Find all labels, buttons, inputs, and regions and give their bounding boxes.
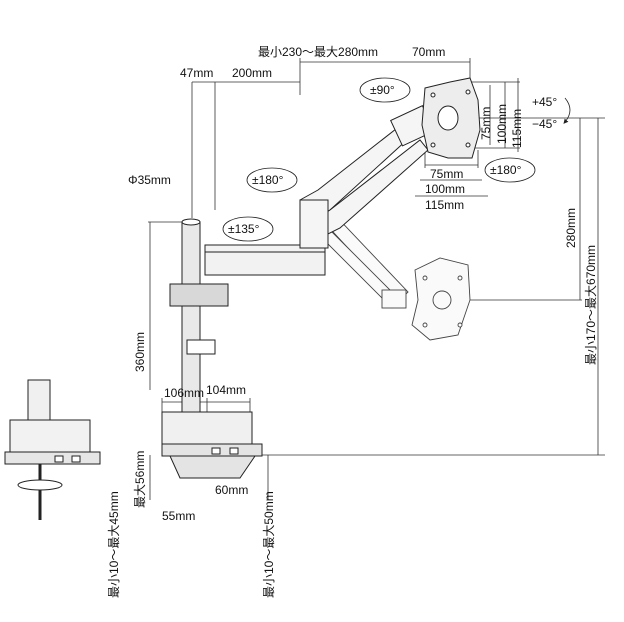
dimension-lines [148,58,605,500]
lowered-arm-ghost [319,211,471,341]
dim-h75: 75mm [430,167,464,181]
rotation-180-arm: ±180° [252,173,284,187]
dim-280: 280mm [564,207,578,248]
dim-diameter: Φ35mm [128,173,171,187]
dim-h100: 100mm [425,182,466,196]
dim-106: 106mm [164,386,205,400]
dim-104: 104mm [206,383,247,397]
dim-v115: 115mm [510,108,524,148]
dim-v75: 75mm [479,106,493,140]
dim-56: 最大56mm [133,450,147,508]
lower-arm [204,244,326,276]
dim-height-range: 最小170～最大670mm [584,244,598,365]
rotation-90: ±90° [370,83,395,97]
tilt-down: −45° [532,117,558,131]
dim-h115: 115mm [425,198,465,212]
tilt-up: +45° [532,95,558,109]
dim-55: 55mm [162,509,196,523]
rotation-180-head: ±180° [490,163,522,177]
dim-clamp-right: 最小10～最大50mm [262,491,276,598]
dim-clamp-left: 最小10～最大45mm [107,491,121,598]
clamp-side-view [4,379,101,520]
dim-360: 360mm [133,331,147,372]
pole [169,218,229,423]
dim-200: 200mm [232,66,273,80]
vesa-plate [421,77,481,159]
rotation-135: ±135° [228,222,260,236]
dim-60: 60mm [215,483,249,497]
upper-arm [299,105,435,249]
rotation-arcs [222,77,571,242]
dim-70: 70mm [412,45,446,59]
dim-v100: 100mm [495,103,509,144]
clamp-base [161,411,263,479]
dim-47: 47mm [180,66,214,80]
dim-top-range: 最小230～最大280mm [258,45,379,59]
